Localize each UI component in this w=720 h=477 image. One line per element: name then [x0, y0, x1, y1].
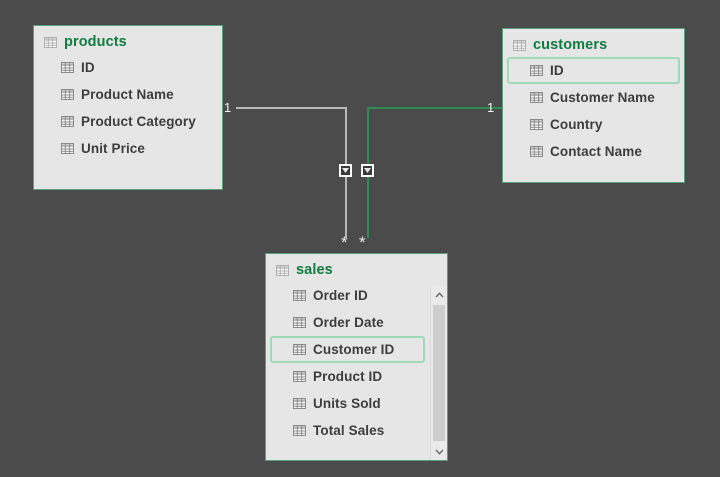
table-card-customers[interactable]: customers ID	[502, 28, 685, 183]
table-grid-icon	[513, 40, 526, 51]
cardinality-one-customers: 1	[487, 101, 494, 114]
scrollbar-up-button[interactable]	[431, 286, 447, 303]
field-grid-icon	[530, 119, 543, 130]
field-row-selected[interactable]: Customer ID	[270, 336, 425, 363]
field-label: Product Category	[81, 114, 196, 129]
table-card-products[interactable]: products ID	[33, 25, 223, 190]
field-grid-icon	[530, 65, 543, 76]
table-header-products[interactable]: products	[34, 26, 222, 54]
field-row[interactable]: Total Sales	[270, 417, 425, 444]
field-grid-icon	[530, 146, 543, 157]
chevron-down-icon	[435, 449, 444, 455]
field-label: ID	[550, 63, 564, 78]
field-grid-icon	[61, 143, 74, 154]
field-grid-icon	[293, 371, 306, 382]
field-label: Customer Name	[550, 90, 655, 105]
field-row[interactable]: Product Category	[38, 108, 218, 135]
field-label: Order Date	[313, 315, 384, 330]
field-grid-icon	[293, 425, 306, 436]
filter-direction-arrow-icon[interactable]	[339, 164, 352, 177]
field-grid-icon	[530, 92, 543, 103]
table-grid-icon	[276, 265, 289, 276]
cardinality-one-products: 1	[224, 101, 231, 114]
table-title: products	[64, 34, 127, 50]
field-row[interactable]: Order Date	[270, 309, 425, 336]
cardinality-many-sales-customers: *	[359, 234, 366, 251]
scrollbar-down-button[interactable]	[431, 443, 447, 460]
field-label: Units Sold	[313, 396, 381, 411]
relationship-line-segment	[236, 107, 347, 109]
cardinality-many-sales-products: *	[341, 234, 348, 251]
field-label: Unit Price	[81, 141, 145, 156]
relationship-line-segment	[367, 107, 502, 109]
table-title: customers	[533, 37, 607, 53]
field-grid-icon	[61, 89, 74, 100]
field-row-selected[interactable]: ID	[507, 57, 680, 84]
filter-direction-arrow-icon[interactable]	[361, 164, 374, 177]
field-label: Customer ID	[313, 342, 394, 357]
field-row[interactable]: Unit Price	[38, 135, 218, 162]
field-list-sales: Order ID Order Date	[266, 282, 447, 444]
field-row[interactable]: Product Name	[38, 81, 218, 108]
table-title: sales	[296, 262, 333, 278]
field-label: Order ID	[313, 288, 368, 303]
scrollbar-thumb[interactable]	[433, 305, 445, 441]
field-list-customers: ID Customer Name	[503, 57, 684, 165]
field-grid-icon	[293, 344, 306, 355]
field-row[interactable]: ID	[38, 54, 218, 81]
field-grid-icon	[293, 398, 306, 409]
field-grid-icon	[293, 317, 306, 328]
field-label: ID	[81, 60, 95, 75]
sales-scrollbar[interactable]	[430, 286, 447, 460]
table-header-customers[interactable]: customers	[503, 29, 684, 57]
field-label: Product ID	[313, 369, 382, 384]
field-row[interactable]: Order ID	[270, 282, 425, 309]
field-label: Contact Name	[550, 144, 642, 159]
field-label: Product Name	[81, 87, 174, 102]
field-row[interactable]: Country	[507, 111, 680, 138]
field-grid-icon	[61, 116, 74, 127]
table-card-sales[interactable]: sales Order ID	[265, 253, 448, 461]
field-grid-icon	[61, 62, 74, 73]
field-grid-icon	[293, 290, 306, 301]
field-label: Country	[550, 117, 602, 132]
field-list-products: ID Product Name	[34, 54, 222, 162]
chevron-up-icon	[435, 292, 444, 298]
field-row[interactable]: Customer Name	[507, 84, 680, 111]
field-row[interactable]: Product ID	[270, 363, 425, 390]
field-label: Total Sales	[313, 423, 384, 438]
table-grid-icon	[44, 37, 57, 48]
field-row[interactable]: Contact Name	[507, 138, 680, 165]
field-row[interactable]: Units Sold	[270, 390, 425, 417]
table-header-sales[interactable]: sales	[266, 254, 447, 282]
